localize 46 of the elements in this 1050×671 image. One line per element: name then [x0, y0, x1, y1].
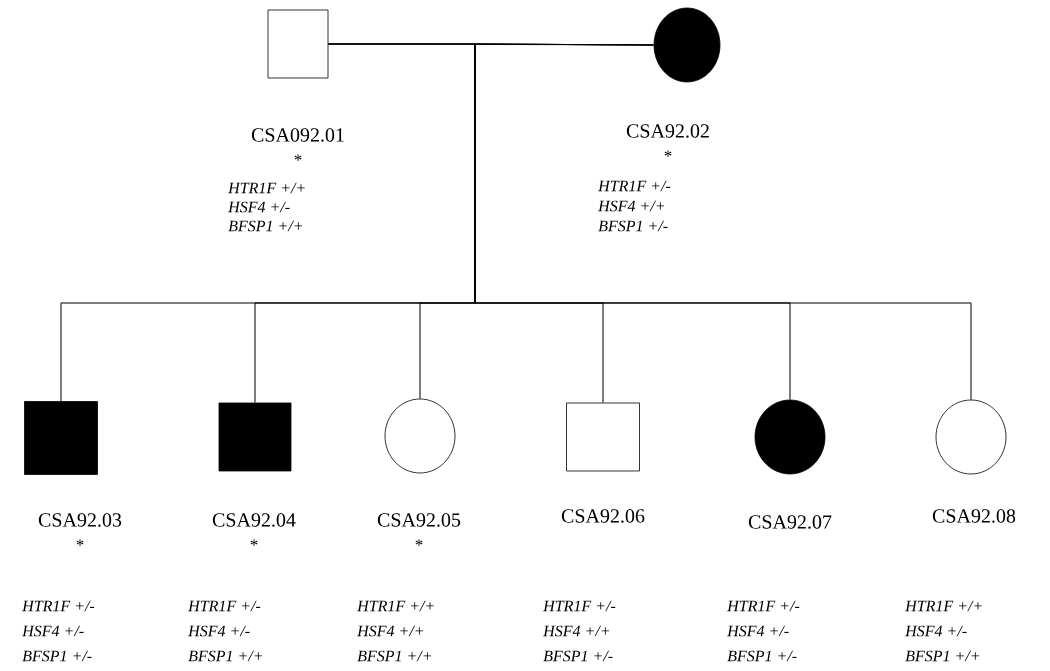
genotype-text: HSF4 +/-: [727, 625, 789, 637]
genotype-text: BFSP1 +/-: [543, 650, 613, 662]
individual-id: CSA92.07: [748, 515, 832, 529]
individual-id: CSA92.06: [561, 509, 645, 523]
genotype-text: HSF4 +/-: [228, 201, 290, 213]
genotype-text: BFSP1 +/+: [188, 650, 263, 662]
genotype-text: BFSP1 +/-: [598, 220, 668, 232]
genotype-text: HSF4 +/-: [905, 625, 967, 637]
asterisk-mark: *: [76, 539, 84, 546]
individual-id: CSA92.05: [377, 513, 461, 527]
individual-id: CSA092.01: [251, 128, 344, 142]
genotype-text: HTR1F +/+: [357, 600, 434, 612]
genotype-text: HTR1F +/-: [188, 600, 261, 612]
affected-male-square: [24, 401, 98, 475]
genotype-text: BFSP1 +/+: [228, 220, 303, 232]
unaffected-female-circle: [935, 399, 1007, 475]
genotype-text: HSF4 +/-: [188, 625, 250, 637]
genotype-text: HTR1F +/-: [543, 600, 616, 612]
genotype-text: HTR1F +/+: [905, 600, 982, 612]
affected-female-circle: [653, 7, 721, 83]
unaffected-male-square: [566, 402, 640, 472]
individual-id: CSA92.03: [38, 513, 122, 527]
individual-id: CSA92.04: [212, 513, 296, 527]
genotype-text: HTR1F +/+: [228, 182, 305, 194]
unaffected-female-circle: [384, 398, 456, 474]
asterisk-mark: *: [664, 150, 672, 157]
affected-male-square: [218, 402, 292, 472]
asterisk-mark: *: [415, 539, 423, 546]
genotype-text: HTR1F +/-: [22, 600, 95, 612]
asterisk-mark: *: [294, 154, 302, 161]
genotype-text: HSF4 +/+: [598, 200, 665, 212]
pedigree-line: [474, 43, 972, 400]
genotype-text: BFSP1 +/-: [727, 650, 797, 662]
genotype-text: HSF4 +/-: [22, 625, 84, 637]
individual-id: CSA92.02: [626, 124, 709, 138]
individual-id: CSA92.08: [932, 509, 1016, 523]
asterisk-mark: *: [250, 539, 258, 546]
genotype-text: BFSP1 +/+: [905, 650, 980, 662]
genotype-text: HTR1F +/-: [727, 600, 800, 612]
affected-female-circle: [754, 399, 826, 475]
unaffected-male-square: [267, 9, 329, 79]
genotype-text: BFSP1 +/-: [22, 650, 92, 662]
genotype-text: HTR1F +/-: [598, 180, 671, 192]
genotype-text: BFSP1 +/+: [357, 650, 432, 662]
genotype-text: HSF4 +/+: [543, 625, 610, 637]
genotype-text: HSF4 +/+: [357, 625, 424, 637]
